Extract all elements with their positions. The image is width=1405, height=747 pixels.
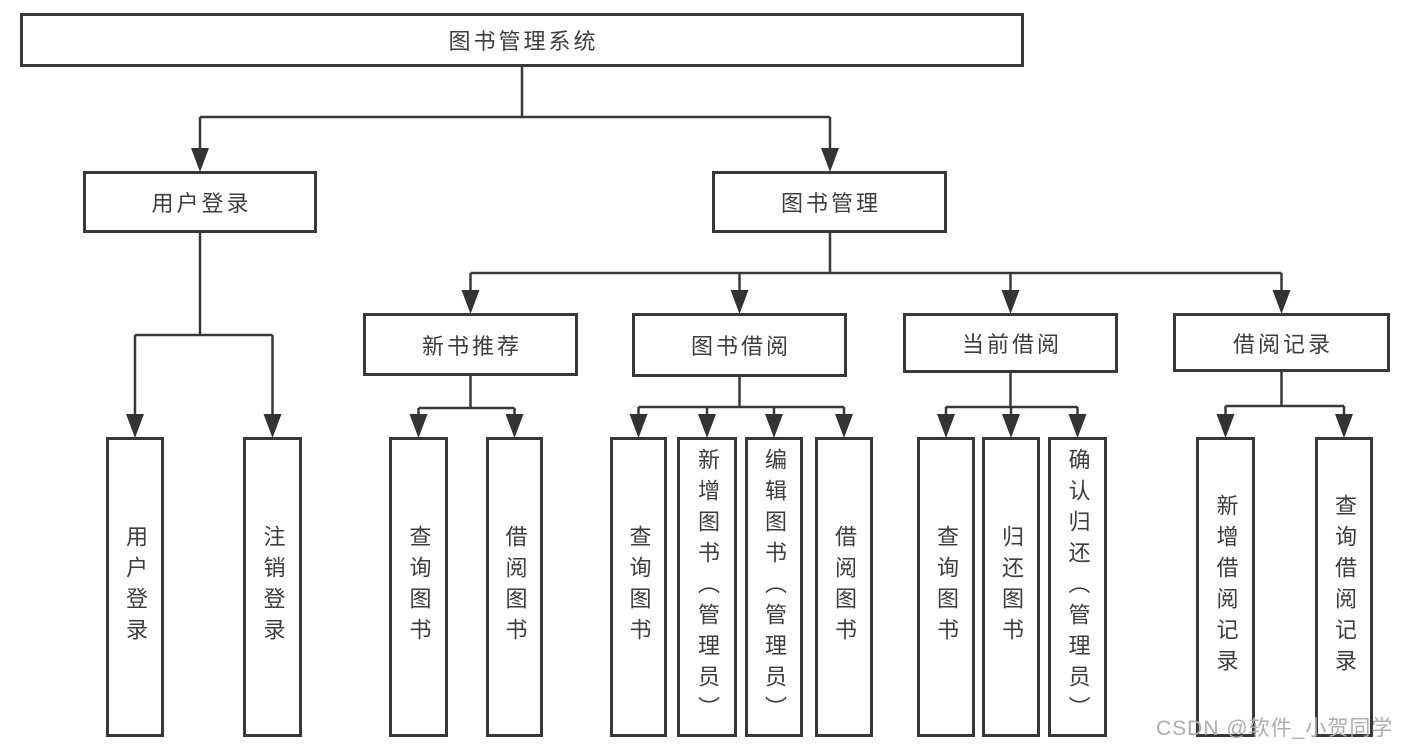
arrowhead-icons <box>126 148 1353 438</box>
node-current-borrowing: 当前借阅 <box>903 313 1118 373</box>
node-root: 图书管理系统 <box>20 13 1024 67</box>
leaf-add-book-admin: 新增图书（管理员） <box>677 437 737 737</box>
leaf-confirm-return-admin: 确认归还（管理员） <box>1048 437 1107 737</box>
node-book-management: 图书管理 <box>712 171 947 233</box>
node-book-management-label: 图书管理 <box>780 191 881 216</box>
leaf-user-login-label: 用户登录 <box>123 525 148 649</box>
node-borrowing-records: 借阅记录 <box>1173 313 1390 372</box>
node-current-borrowing-label: 当前借阅 <box>961 332 1062 357</box>
leaf-edit-book-admin: 编辑图书（管理员） <box>745 437 803 737</box>
leaf-logout: 注销登录 <box>243 437 302 737</box>
leaf-logout-label: 注销登录 <box>260 525 286 649</box>
leaf-add-borrow-record: 新增借阅记录 <box>1196 437 1255 737</box>
leaf-query-book-recommend: 查询图书 <box>389 437 448 737</box>
node-root-label: 图书管理系统 <box>448 29 599 54</box>
leaf-query-book-borrowing: 查询图书 <box>610 437 667 737</box>
node-book-borrowing: 图书借阅 <box>632 313 847 377</box>
leaf-confirm-return-admin-label: 确认归还（管理员） <box>1065 447 1091 727</box>
node-user-login: 用户登录 <box>83 171 317 233</box>
csdn-watermark: CSDN @软件_小贺同学 <box>1156 717 1394 740</box>
leaf-borrow-book-recommend-label: 借阅图书 <box>502 525 528 649</box>
leaf-query-borrow-record: 查询借阅记录 <box>1315 437 1373 737</box>
node-book-borrowing-label: 图书借阅 <box>690 334 791 359</box>
leaf-edit-book-admin-label: 编辑图书（管理员） <box>762 447 787 727</box>
leaf-query-book-recommend-label: 查询图书 <box>406 525 432 649</box>
leaf-add-book-admin-label: 新增图书（管理员） <box>695 447 720 727</box>
leaf-return-book: 归还图书 <box>982 437 1040 737</box>
leaf-query-book-current: 查询图书 <box>917 437 975 737</box>
leaf-query-borrow-record-label: 查询借阅记录 <box>1332 494 1357 680</box>
node-borrowing-records-label: 借阅记录 <box>1232 331 1333 357</box>
leaf-borrow-book-recommend: 借阅图书 <box>486 437 543 737</box>
leaf-add-borrow-record-label: 新增借阅记录 <box>1213 494 1239 680</box>
node-user-login-label: 用户登录 <box>151 191 252 216</box>
leaf-return-book-label: 归还图书 <box>999 525 1024 649</box>
node-new-book-recommend: 新书推荐 <box>363 313 578 376</box>
leaf-user-login: 用户登录 <box>106 437 164 737</box>
leaf-query-book-current-label: 查询图书 <box>934 525 959 649</box>
leaf-query-book-borrowing-label: 查询图书 <box>626 525 652 649</box>
leaf-borrow-book-borrowing: 借阅图书 <box>815 437 873 737</box>
leaf-borrow-book-borrowing-label: 借阅图书 <box>832 525 857 649</box>
node-new-book-recommend-label: 新书推荐 <box>421 333 522 359</box>
